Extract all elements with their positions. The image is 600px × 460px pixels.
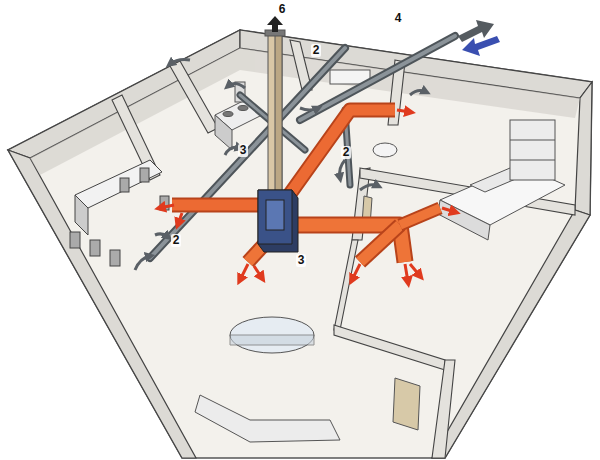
bed xyxy=(438,120,565,240)
air-handling-unit xyxy=(258,190,298,252)
floor xyxy=(8,30,592,458)
callout-number: 4 xyxy=(393,12,404,25)
living-furniture xyxy=(195,317,340,442)
callout-number: 2 xyxy=(341,146,352,159)
extract-arrows xyxy=(135,60,426,271)
callout-number: 6 xyxy=(277,3,288,16)
partitions xyxy=(112,40,575,458)
exhaust-arrow xyxy=(267,16,283,32)
outer-walls xyxy=(8,30,592,458)
callout-number: 3 xyxy=(238,144,249,157)
callout-number: 2 xyxy=(171,234,182,247)
vent-stack xyxy=(265,30,285,204)
callout-number: 3 xyxy=(296,254,307,267)
supply-arrows xyxy=(160,110,455,282)
supply-ducts xyxy=(172,110,440,262)
callout-number: 2 xyxy=(311,44,322,57)
outdoor-air-arrows xyxy=(458,20,500,56)
